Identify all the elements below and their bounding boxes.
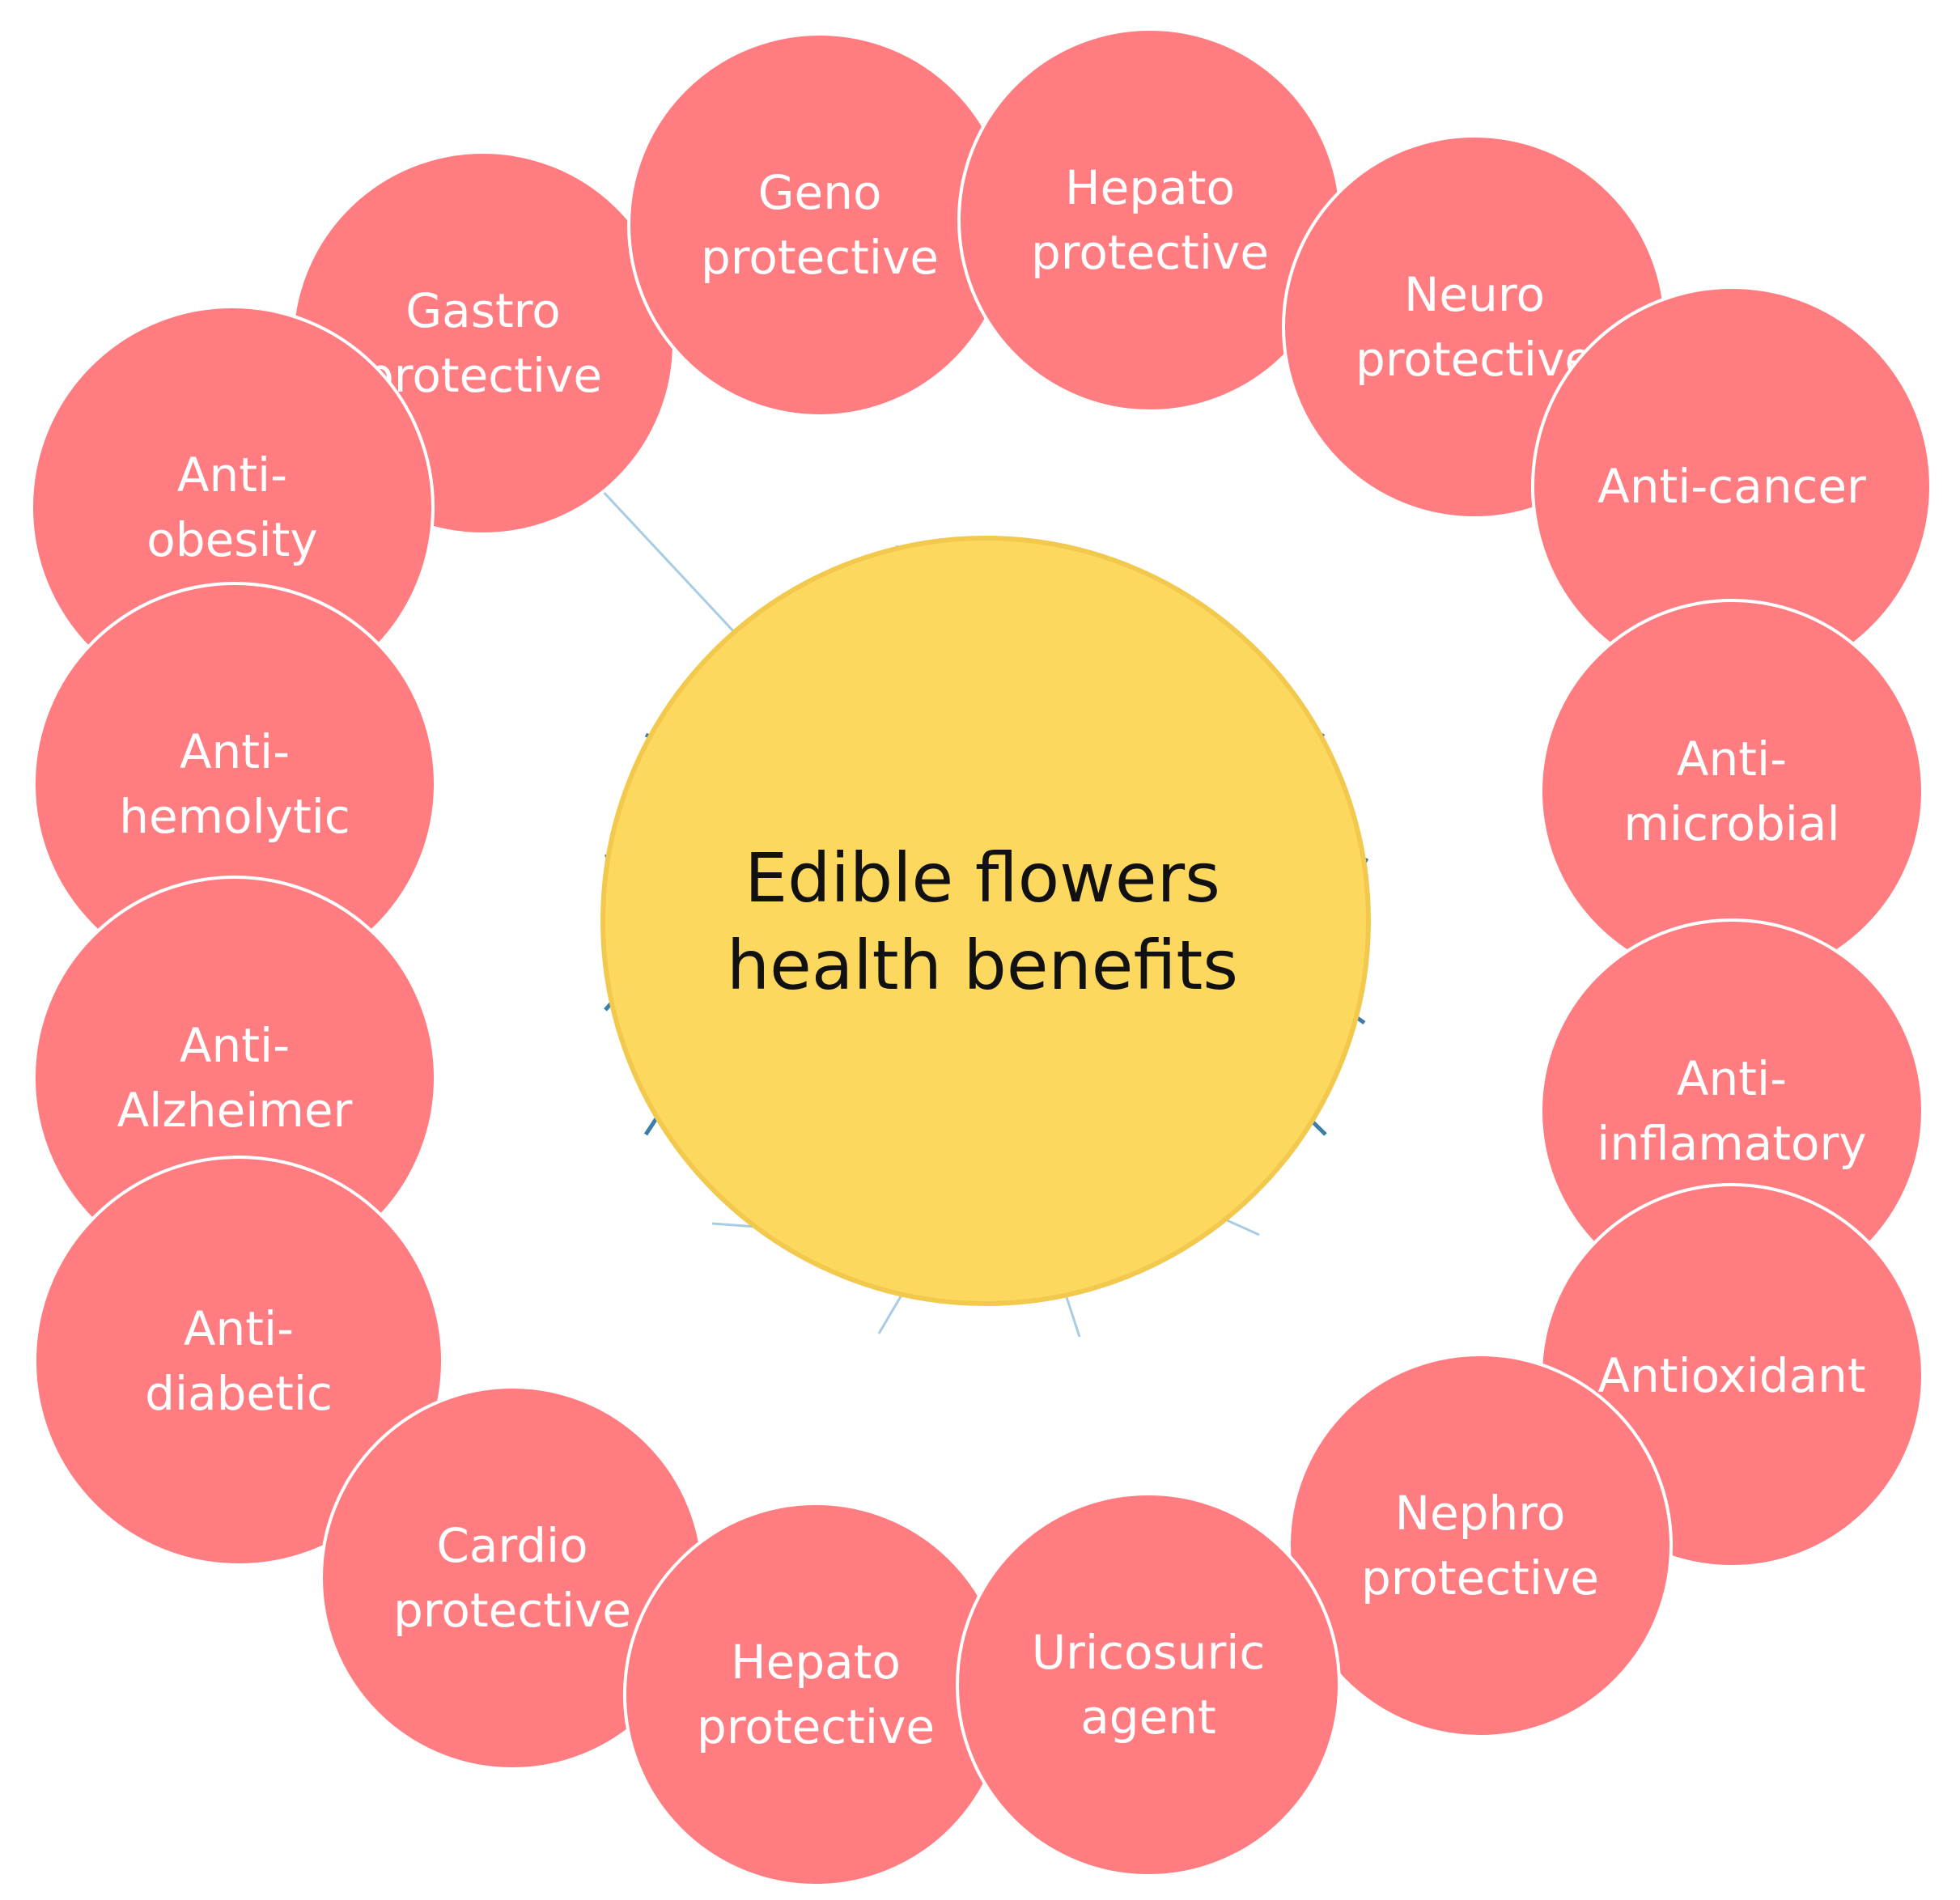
node-label-line: Gastro	[405, 283, 561, 338]
node-label-line: Anti-	[177, 447, 287, 503]
node-label: Cardio protective	[393, 1518, 631, 1638]
node-label: Neuro protective	[1355, 267, 1593, 387]
node-anti-microbial-7: Anti-microbial	[1539, 599, 1924, 984]
node-label: Anti- Alzheimer	[117, 1018, 353, 1138]
node-label-line: protective	[393, 1583, 631, 1638]
node-label: Anti-obesity	[146, 447, 317, 567]
node-label-line: Anti-cancer	[1597, 459, 1866, 514]
node-geno-protective-1: Geno protective	[627, 32, 1012, 418]
node-label: Anti-cancer	[1597, 459, 1866, 514]
node-circle	[957, 28, 1343, 413]
center-hub: Edible flowers health benefits	[600, 536, 1371, 1306]
node-label-line: microbial	[1623, 796, 1839, 851]
node-circle	[33, 1156, 444, 1567]
node-hepato-protective-2: Hepato protective	[957, 28, 1343, 413]
node-label: Hepato protective	[697, 1635, 935, 1754]
connector-gastro-protective-0	[588, 475, 739, 637]
node-label-line: Hepato	[1065, 160, 1235, 215]
node-label-line: protective	[701, 230, 939, 285]
node-circle	[627, 32, 1012, 418]
node-label: Hepato protective	[1031, 160, 1269, 280]
node-label-line: Neuro	[1404, 267, 1545, 322]
node-label-line: inflamatory	[1597, 1116, 1866, 1171]
node-label-line: protective	[1355, 332, 1593, 387]
node-label-line: Anti-	[180, 724, 290, 779]
node-anti-inflamatory-9: Anti-inflamatory	[1539, 918, 1924, 1304]
node-label-line: Antioxidant	[1597, 1348, 1865, 1403]
node-anti-cancer-5: Anti-cancer	[1531, 286, 1932, 687]
node-anti-alzheimer-8: Anti- Alzheimer	[32, 876, 437, 1280]
node-label-line: Cardio	[436, 1518, 588, 1573]
node-label: Nephro protective	[1361, 1486, 1599, 1605]
node-label-line: protective	[697, 1699, 935, 1754]
node-uricosuric-agent-15: Uricosuric agent	[956, 1492, 1341, 1877]
node-label: Anti-microbial	[1623, 732, 1839, 851]
node-label: Anti-hemolytic	[119, 724, 350, 844]
node-label-line: hemolytic	[119, 789, 350, 844]
node-circle	[1288, 1353, 1673, 1738]
node-circle	[956, 1492, 1341, 1877]
node-label-line: obesity	[146, 512, 317, 567]
node-label-line: Hepato	[731, 1635, 901, 1690]
node-label: Gastro protective	[364, 283, 602, 403]
node-label-line: diabetic	[145, 1366, 333, 1421]
node-cardio-protective-12: Cardio protective	[320, 1385, 705, 1771]
node-label-line: Uricosuric	[1032, 1625, 1266, 1680]
node-circle	[623, 1502, 1008, 1887]
center-circle	[600, 536, 1371, 1306]
center-title-line: health benefits	[727, 926, 1238, 1005]
node-label-line: Alzheimer	[117, 1083, 353, 1138]
node-label-line: Nephro	[1395, 1486, 1566, 1541]
node-label-line: protective	[364, 348, 602, 403]
node-label-line: Anti-	[184, 1301, 294, 1356]
center-title: Edible flowers health benefits	[727, 838, 1238, 1005]
node-anti-diabetic-10: Anti-diabetic	[33, 1156, 444, 1567]
center-title-line: Edible flowers	[745, 838, 1220, 918]
node-hepato-protective-14: Hepato protective	[623, 1502, 1008, 1887]
node-label: Uricosuric agent	[1032, 1625, 1266, 1745]
node-label-line: Anti-	[180, 1018, 290, 1073]
node-label: Anti-diabetic	[145, 1301, 333, 1421]
connector-hepato-protective-14	[877, 1289, 906, 1334]
node-label-line: protective	[1361, 1550, 1599, 1605]
node-label: Geno protective	[701, 165, 939, 285]
node-nephro-protective-13: Nephro protective	[1288, 1353, 1673, 1738]
node-label-line: protective	[1031, 225, 1269, 280]
node-label-line: agent	[1080, 1690, 1216, 1745]
node-label: Anti-inflamatory	[1597, 1051, 1866, 1171]
node-label: Antioxidant	[1597, 1348, 1865, 1403]
connector-uricosuric-agent-15	[1063, 1290, 1081, 1338]
node-label-line: Anti-	[1677, 732, 1787, 787]
node-anti-hemolytic-6: Anti-hemolytic	[32, 582, 437, 986]
node-label-line: Geno	[758, 165, 882, 220]
node-label-line: Anti-	[1677, 1051, 1787, 1106]
